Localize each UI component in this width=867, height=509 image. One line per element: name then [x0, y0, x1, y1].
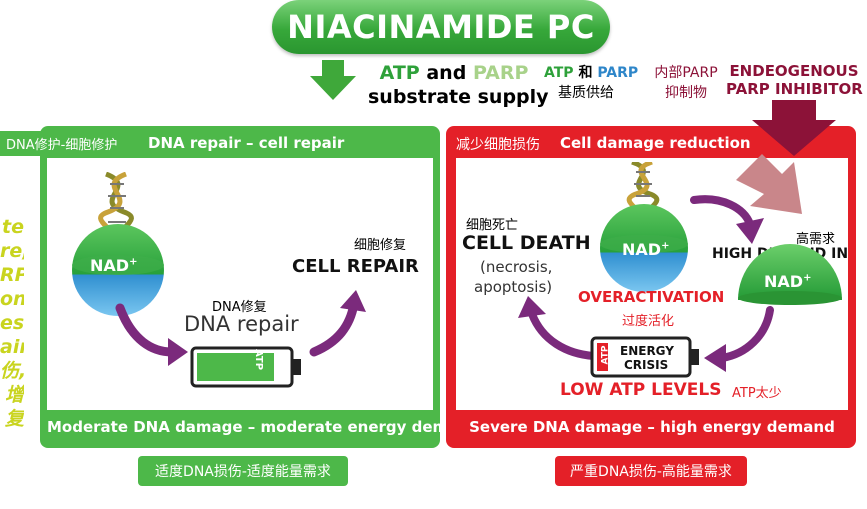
- battery-label-left: ATP: [253, 348, 265, 371]
- right-header-cn: 减少细胞损伤: [456, 137, 540, 153]
- crisis-line-2: CRISIS: [624, 358, 669, 372]
- arrow-to-repair-icon: [309, 290, 366, 357]
- right-header-en: Cell damage reduction: [560, 134, 751, 152]
- battery-low-icon: [590, 336, 699, 378]
- battery-label-right: ATP: [600, 345, 611, 365]
- inhibitor-cn-1: 内部PARP: [654, 65, 718, 81]
- arrow-to-battery-icon: [115, 303, 188, 366]
- inhibitor-arrow-icon: [752, 100, 836, 156]
- cell-death-sub1: (necrosis,: [480, 258, 553, 276]
- inhibitor-arrow-faded-icon: [736, 154, 802, 214]
- inhibitor-en-2: PARP INHIBITOR: [726, 80, 863, 98]
- supply-cn-line-2: 基质供给: [558, 85, 614, 101]
- nad-sphere-icon: [72, 172, 164, 316]
- inhibitor-en-1: ENDEOGENOUS: [729, 62, 859, 80]
- page-title: NIACINAMIDE PC: [272, 0, 610, 54]
- battery-full-icon: [190, 346, 301, 388]
- nad-label-right: NAD+: [622, 240, 670, 259]
- side-text: te re, RP on es air 伤, 增 复: [0, 216, 24, 430]
- cell-repair-cn: 细胞修复: [354, 238, 407, 253]
- cell-death-en: CELL DEATH: [462, 232, 591, 254]
- cell-repair-en: CELL REPAIR: [292, 256, 419, 277]
- supply-line-1: ATP and PARP: [379, 62, 529, 84]
- crisis-line-1: ENERGY: [620, 344, 674, 358]
- left-tag: DNA修护-细胞修护: [0, 131, 124, 156]
- overactivation-cn: 过度活化: [622, 314, 675, 329]
- cell-death-cn: 细胞死亡: [466, 218, 519, 233]
- low-atp-cn: ATP太少: [732, 386, 782, 401]
- dna-repair-cn: DNA修复: [212, 300, 267, 315]
- cell-death-sub2: apoptosis): [474, 278, 553, 296]
- left-footer: Moderate DNA damage – moderate energy de…: [47, 418, 480, 436]
- nad-dome-label: NAD+: [764, 272, 812, 291]
- supply-cn-line-1: ATP 和 PARP: [544, 65, 639, 81]
- arrow-to-dome-icon: [690, 195, 764, 244]
- high-demand-cn: 高需求: [796, 232, 836, 247]
- right-bottom-tag: 严重DNA损伤-高能量需求: [555, 456, 747, 486]
- left-bottom-tag: 适度DNA损伤-适度能量需求: [138, 456, 348, 486]
- left-header: DNA repair – cell repair: [148, 134, 345, 152]
- arrow-to-death-icon: [518, 296, 598, 360]
- low-atp-label: LOW ATP LEVELS: [560, 380, 722, 400]
- right-footer: Severe DNA damage – high energy demand: [469, 418, 835, 436]
- inhibitor-cn-2: 抑制物: [665, 85, 707, 101]
- arrow-down-icon: [310, 60, 356, 100]
- nad-sphere-right-icon: [600, 162, 688, 292]
- dna-repair-en: DNA repair: [184, 312, 299, 336]
- nad-dome-icon: [738, 244, 842, 305]
- supply-line-2: substrate supply: [368, 86, 549, 108]
- arrow-to-crisis-icon: [704, 306, 774, 372]
- nad-label: NAD+: [90, 256, 138, 275]
- overactivation-label: OVERACTIVATION: [578, 288, 725, 306]
